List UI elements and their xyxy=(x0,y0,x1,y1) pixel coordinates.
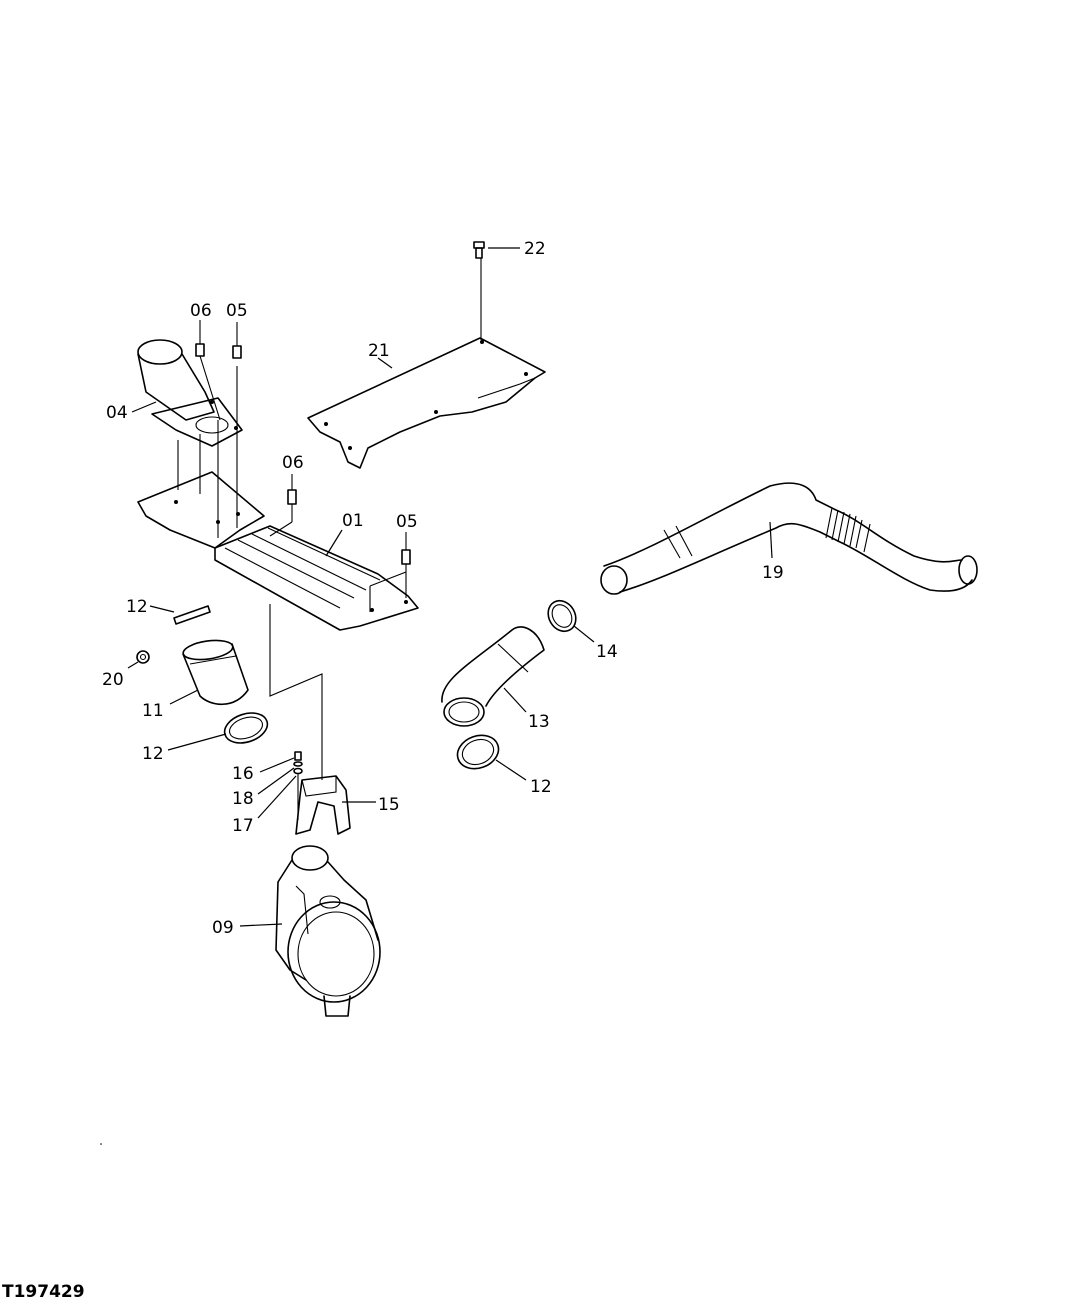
center-leader-lines xyxy=(269,604,323,780)
part-21-cover-plate xyxy=(307,337,546,469)
part-11-duct xyxy=(169,639,249,706)
part-14-clamp xyxy=(547,599,595,643)
callout-06-top: 06 xyxy=(190,301,212,321)
callout-17: 17 xyxy=(232,816,254,836)
parts-16-18-17-hardware xyxy=(257,751,303,820)
part-15-support-bracket xyxy=(295,775,376,835)
part-04-elbow-duct xyxy=(131,339,243,494)
callout-14: 14 xyxy=(596,642,618,662)
fasteners-05-06-upper xyxy=(195,320,242,538)
callout-05-right: 05 xyxy=(396,512,418,532)
callout-01: 01 xyxy=(342,511,364,531)
callout-16: 16 xyxy=(232,764,254,784)
callout-09: 09 xyxy=(212,918,234,938)
part-20-fitting xyxy=(127,650,150,669)
callout-21: 21 xyxy=(368,341,390,361)
callout-18: 18 xyxy=(232,789,254,809)
part-05-bolt-right xyxy=(369,532,411,612)
part-22-bolt xyxy=(473,241,520,340)
callout-13: 13 xyxy=(528,712,550,732)
part-12-clamp-center xyxy=(456,734,527,781)
part-12-strip xyxy=(149,605,211,625)
part-12-clamp-left xyxy=(167,712,269,751)
callout-04: 04 xyxy=(106,403,128,423)
figure-id: T197429 xyxy=(2,1282,85,1302)
callout-15: 15 xyxy=(378,795,400,815)
part-06-bolt-middle xyxy=(269,474,297,537)
part-13-hose xyxy=(441,626,545,727)
callout-12-clamp-left: 12 xyxy=(142,744,164,764)
callout-12-strip: 12 xyxy=(126,597,148,617)
callout-05-top: 05 xyxy=(226,301,248,321)
part-01-mounting-bracket xyxy=(137,471,419,631)
callout-06-middle: 06 xyxy=(282,453,304,473)
callout-labels: 22 21 06 05 04 06 01 05 19 12 20 11 12 1… xyxy=(102,239,784,938)
part-19-hose xyxy=(600,482,978,595)
callout-22: 22 xyxy=(524,239,546,259)
callout-12-clamp-center: 12 xyxy=(530,777,552,797)
callout-20: 20 xyxy=(102,670,124,690)
callout-19: 19 xyxy=(762,563,784,583)
callout-11: 11 xyxy=(142,701,164,721)
stray-dot xyxy=(100,1143,102,1145)
part-09-air-cleaner xyxy=(239,845,381,1017)
